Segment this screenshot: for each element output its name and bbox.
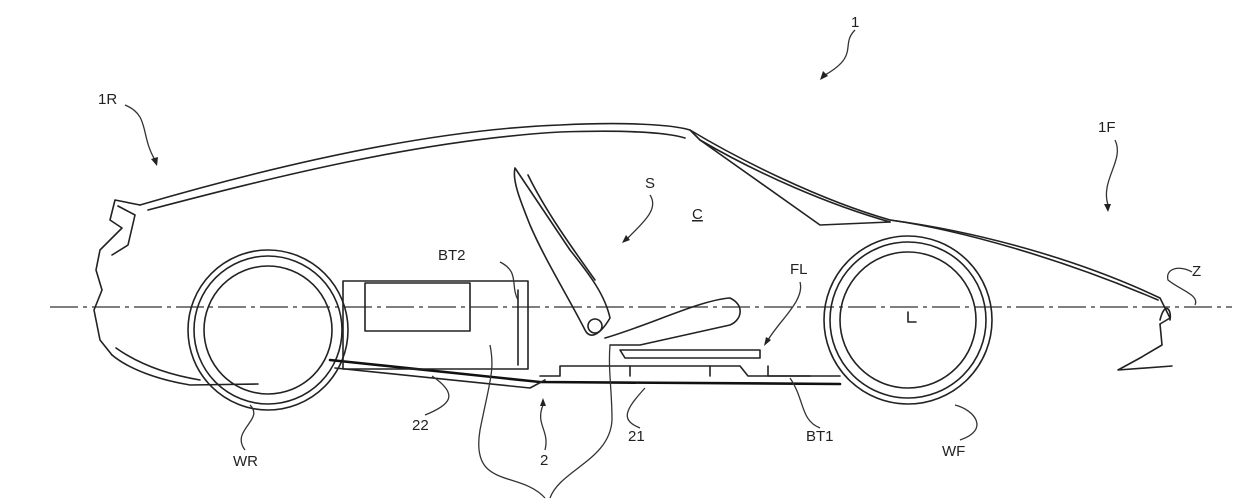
label-floor: FL [790, 261, 808, 278]
seat [513, 167, 761, 359]
vehicle-frame [328, 358, 842, 389]
label-front: 1F [1098, 119, 1116, 136]
label-cabin: C [692, 206, 703, 223]
rear-wheel [187, 249, 349, 411]
label-rear-section: 22 [412, 417, 429, 434]
label-vehicle: 1 [851, 14, 859, 31]
label-rear: 1R [98, 91, 117, 108]
leader-lines [124, 29, 1197, 499]
label-frame: 2 [540, 452, 548, 469]
label-wheel-rear: WR [233, 453, 258, 470]
label-battery-rear: BT2 [438, 247, 466, 264]
label-battery-front: BT1 [806, 428, 834, 445]
rear-battery-pack [342, 280, 529, 370]
label-front-section: 21 [628, 428, 645, 445]
label-axis: Z [1192, 263, 1201, 280]
front-wheel [823, 235, 993, 405]
label-seat: S [645, 175, 655, 192]
car-body [93, 122, 1173, 386]
label-wheel-front: WF [942, 443, 965, 460]
